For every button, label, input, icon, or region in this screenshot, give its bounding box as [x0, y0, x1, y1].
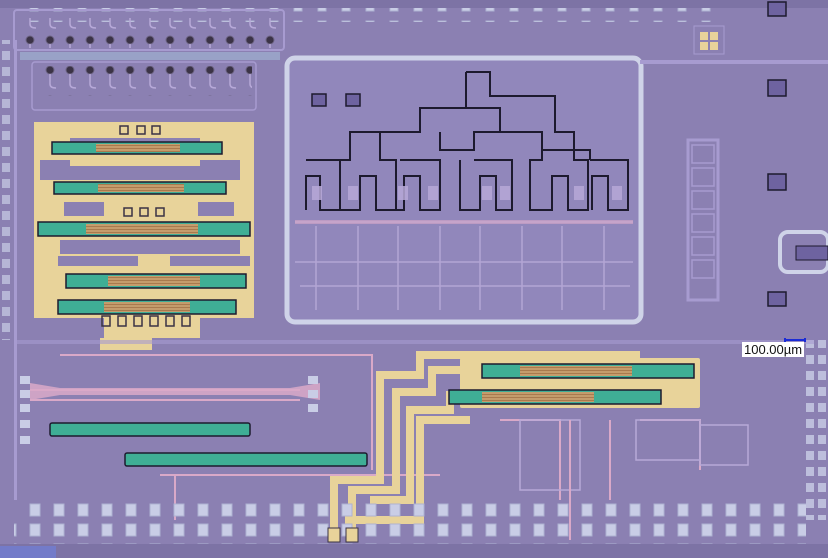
left-modulators: [37, 141, 251, 315]
scale-bar-label: 100.00µm: [742, 342, 805, 357]
scale-bar-line: [784, 338, 806, 342]
splitter-tree-frame: [284, 55, 644, 325]
heater-1: [49, 422, 251, 437]
splitter-tree: [305, 71, 629, 211]
bottom-pad-row-1: [26, 500, 806, 520]
grating-coupler-row-2: [36, 66, 252, 96]
bottom-pad-row-2: [14, 522, 806, 544]
grating-coupler-row-1: [18, 18, 280, 48]
heater-2: [124, 452, 368, 467]
